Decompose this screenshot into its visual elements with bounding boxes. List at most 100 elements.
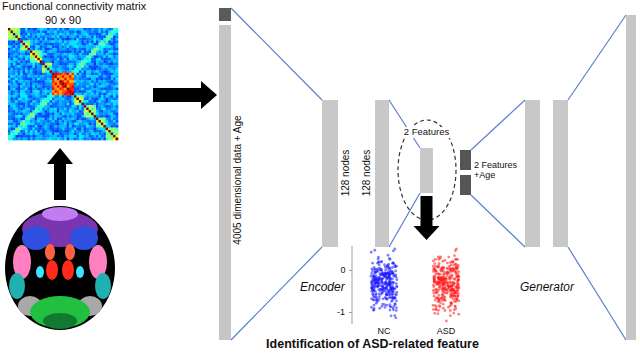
matrix-cell	[64, 58, 67, 61]
matrix-cell	[40, 128, 43, 131]
matrix-cell	[18, 33, 21, 36]
matrix-cell	[67, 135, 70, 138]
matrix-cell	[96, 128, 99, 131]
matrix-cell	[59, 55, 62, 58]
matrix-cell	[18, 90, 21, 93]
matrix-cell	[98, 53, 101, 56]
matrix-cell	[74, 120, 77, 123]
matrix-cell	[96, 28, 99, 31]
matrix-cell	[103, 33, 106, 36]
matrix-cell	[116, 60, 119, 63]
matrix-cell	[101, 135, 104, 138]
matrix-cell	[74, 70, 77, 73]
matrix-cell	[64, 113, 67, 116]
matrix-cell	[113, 73, 116, 76]
matrix-cell	[20, 80, 23, 83]
matrix-cell	[35, 130, 38, 133]
matrix-cell	[81, 50, 84, 53]
matrix-cell	[59, 90, 62, 93]
matrix-cell	[59, 38, 62, 41]
matrix-cell	[86, 68, 89, 71]
matrix-cell	[86, 103, 89, 106]
matrix-cell	[116, 98, 119, 101]
matrix-cell	[13, 63, 16, 66]
matrix-cell	[47, 43, 50, 46]
matrix-cell	[76, 55, 79, 58]
matrix-cell	[52, 95, 55, 98]
matrix-cell	[20, 105, 23, 108]
matrix-cell	[8, 85, 11, 88]
matrix-cell	[101, 35, 104, 38]
matrix-cell	[113, 88, 116, 91]
matrix-cell	[54, 65, 57, 68]
matrix-cell	[42, 133, 45, 136]
matrix-cell	[28, 85, 31, 88]
matrix-cell	[59, 68, 62, 71]
matrix-cell	[101, 60, 104, 63]
matrix-cell	[57, 30, 60, 33]
matrix-cell	[86, 135, 89, 138]
matrix-cell	[113, 90, 116, 93]
matrix-cell	[86, 58, 89, 61]
matrix-cell	[50, 115, 53, 118]
matrix-cell	[111, 48, 114, 51]
matrix-cell	[15, 138, 18, 141]
matrix-cell	[40, 63, 43, 66]
matrix-cell	[54, 60, 57, 63]
matrix-cell	[79, 45, 82, 48]
matrix-cell	[108, 125, 111, 128]
matrix-cell	[69, 93, 72, 96]
matrix-cell	[10, 113, 13, 116]
matrix-cell	[72, 33, 75, 36]
matrix-cell	[52, 108, 55, 111]
matrix-cell	[25, 93, 28, 96]
matrix-cell	[74, 60, 77, 63]
matrix-cell	[67, 120, 70, 123]
matrix-cell	[35, 63, 38, 66]
matrix-cell	[86, 48, 89, 51]
matrix-cell	[35, 38, 38, 41]
matrix-cell	[30, 53, 33, 56]
matrix-cell	[94, 88, 97, 91]
matrix-cell	[28, 70, 31, 73]
matrix-cell	[98, 108, 101, 111]
matrix-cell	[40, 90, 43, 93]
matrix-cell	[30, 100, 33, 103]
matrix-cell	[40, 38, 43, 41]
matrix-cell	[81, 83, 84, 86]
matrix-cell	[69, 105, 72, 108]
matrix-cell	[10, 48, 13, 51]
matrix-cell	[67, 58, 70, 61]
matrix-cell	[50, 78, 53, 81]
matrix-cell	[57, 28, 60, 31]
matrix-cell	[108, 133, 111, 136]
matrix-cell	[96, 33, 99, 36]
matrix-cell	[52, 55, 55, 58]
matrix-cell	[64, 93, 67, 96]
matrix-cell	[108, 65, 111, 68]
matrix-cell	[15, 125, 18, 128]
matrix-cell	[67, 85, 70, 88]
matrix-cell	[52, 60, 55, 63]
matrix-cell	[89, 53, 92, 56]
matrix-cell	[101, 130, 104, 133]
matrix-cell	[69, 113, 72, 116]
matrix-cell	[8, 48, 11, 51]
matrix-cell	[64, 53, 67, 56]
matrix-cell	[35, 85, 38, 88]
matrix-cell	[35, 108, 38, 111]
matrix-cell	[42, 73, 45, 76]
matrix-cell	[59, 45, 62, 48]
matrix-cell	[116, 113, 119, 116]
matrix-cell	[79, 30, 82, 33]
matrix-cell	[23, 33, 26, 36]
matrix-cell	[91, 100, 94, 103]
matrix-cell	[37, 135, 40, 138]
matrix-cell	[25, 83, 28, 86]
matrix-cell	[79, 55, 82, 58]
matrix-cell	[74, 135, 77, 138]
matrix-cell	[35, 80, 38, 83]
matrix-cell	[69, 73, 72, 76]
matrix-cell	[111, 45, 114, 48]
matrix-cell	[8, 73, 11, 76]
